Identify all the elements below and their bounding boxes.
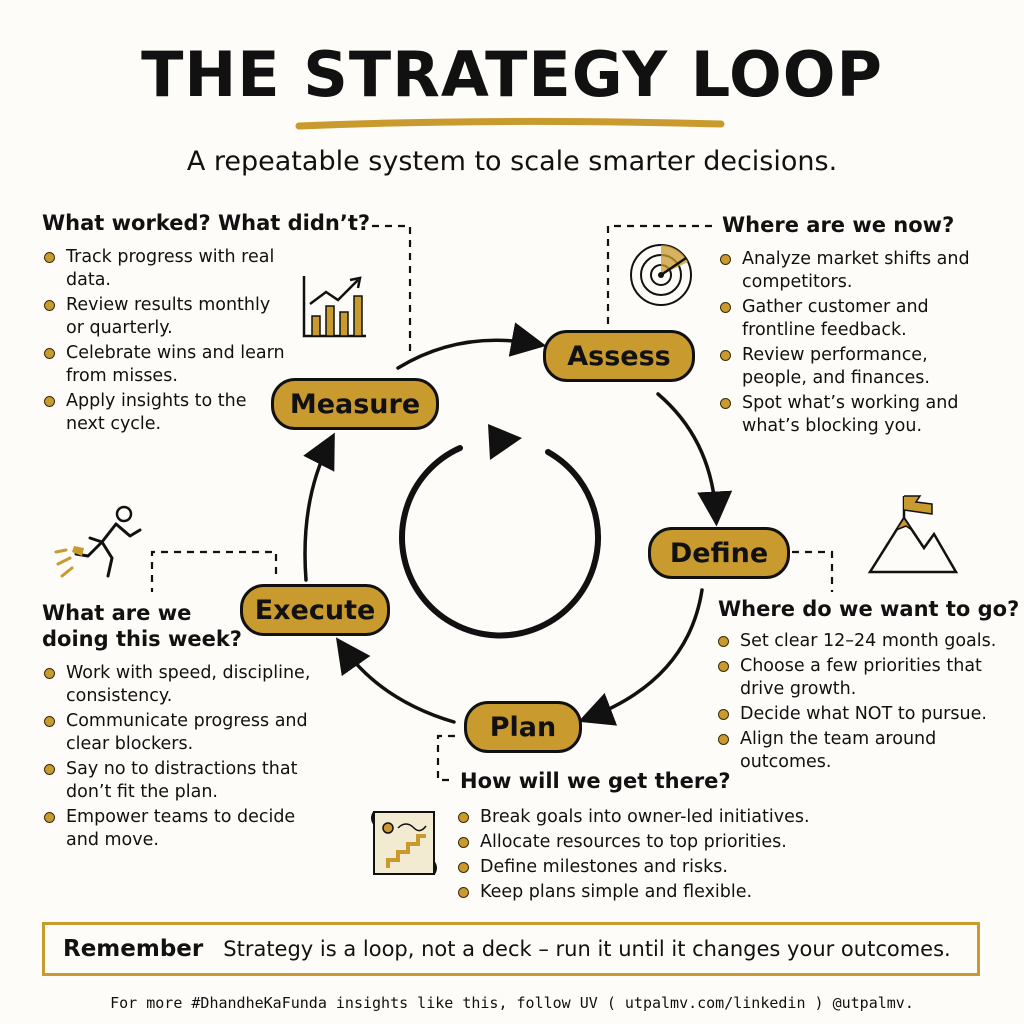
arrow-plan-to-execute bbox=[335, 637, 456, 724]
list-item: Communicate progress and clear blockers. bbox=[42, 710, 312, 756]
plan-bullets: Break goals into owner-led initiatives. … bbox=[456, 806, 856, 906]
define-bullets: Set clear 12–24 month goals. Choose a fe… bbox=[716, 630, 1006, 776]
page-subtitle: A repeatable system to scale smarter dec… bbox=[186, 146, 838, 177]
page-title: THE STRATEGY LOOP bbox=[141, 38, 883, 111]
list-item: Choose a few priorities that drive growt… bbox=[716, 655, 1006, 701]
footer-credit: For more #DhandheKaFunda insights like t… bbox=[110, 994, 914, 1012]
list-item: Celebrate wins and learn from misses. bbox=[42, 342, 287, 388]
list-item: Keep plans simple and flexible. bbox=[456, 881, 856, 904]
chart-growth-icon bbox=[302, 276, 366, 338]
stage-measure: Measure bbox=[271, 378, 439, 430]
dashed-connectors bbox=[150, 224, 834, 782]
loop-arrow-icon bbox=[399, 424, 601, 639]
list-item: Break goals into owner-led initiatives. bbox=[456, 806, 856, 829]
assess-bullets: Analyze market shifts and competitors. G… bbox=[718, 248, 988, 440]
mountain-flag-icon bbox=[867, 495, 959, 574]
stage-assess: Assess bbox=[543, 330, 695, 382]
assess-question: Where are we now? bbox=[722, 213, 955, 237]
define-question: Where do we want to go? bbox=[718, 597, 1020, 621]
arrow-measure-to-assess bbox=[396, 322, 547, 370]
stage-define: Define bbox=[648, 527, 790, 579]
list-item: Allocate resources to top priorities. bbox=[456, 831, 856, 854]
stage-plan: Plan bbox=[464, 701, 582, 753]
list-item: Gather customer and frontline feedback. bbox=[718, 296, 988, 342]
arrow-assess-to-define bbox=[656, 392, 733, 527]
execute-bullets: Work with speed, discipline, consistency… bbox=[42, 662, 312, 854]
list-item: Align the team around outcomes. bbox=[716, 728, 1006, 774]
remember-box: Remember Strategy is a loop, not a deck … bbox=[42, 922, 980, 976]
list-item: Set clear 12–24 month goals. bbox=[716, 630, 1006, 653]
list-item: Track progress with real data. bbox=[42, 246, 287, 292]
list-item: Decide what NOT to pursue. bbox=[716, 703, 1006, 726]
runner-icon bbox=[54, 505, 142, 578]
measure-question: What worked? What didn’t? bbox=[42, 211, 371, 235]
list-item: Define milestones and risks. bbox=[456, 856, 856, 879]
roadmap-icon bbox=[371, 811, 437, 875]
stage-execute: Execute bbox=[240, 584, 390, 636]
measure-bullets: Track progress with real data. Review re… bbox=[42, 246, 287, 438]
arrow-execute-to-measure bbox=[303, 432, 335, 582]
list-item: Spot what’s working and what’s blocking … bbox=[718, 392, 988, 438]
list-item: Review performance, people, and finances… bbox=[718, 344, 988, 390]
remember-label: Remember bbox=[63, 936, 204, 962]
radar-target-icon bbox=[630, 244, 692, 306]
list-item: Work with speed, discipline, consistency… bbox=[42, 662, 312, 708]
list-item: Review results monthly or quarterly. bbox=[42, 294, 287, 340]
plan-question: How will we get there? bbox=[460, 769, 731, 793]
list-item: Analyze market shifts and competitors. bbox=[718, 248, 988, 294]
list-item: Say no to distractions that don’t fit th… bbox=[42, 758, 312, 804]
arrow-define-to-plan bbox=[578, 588, 704, 726]
list-item: Empower teams to decide and move. bbox=[42, 806, 312, 852]
title-underline bbox=[295, 117, 725, 130]
list-item: Apply insights to the next cycle. bbox=[42, 390, 287, 436]
execute-question: What are we doing this week? bbox=[42, 601, 242, 651]
remember-text: Strategy is a loop, not a deck – run it … bbox=[223, 937, 951, 961]
